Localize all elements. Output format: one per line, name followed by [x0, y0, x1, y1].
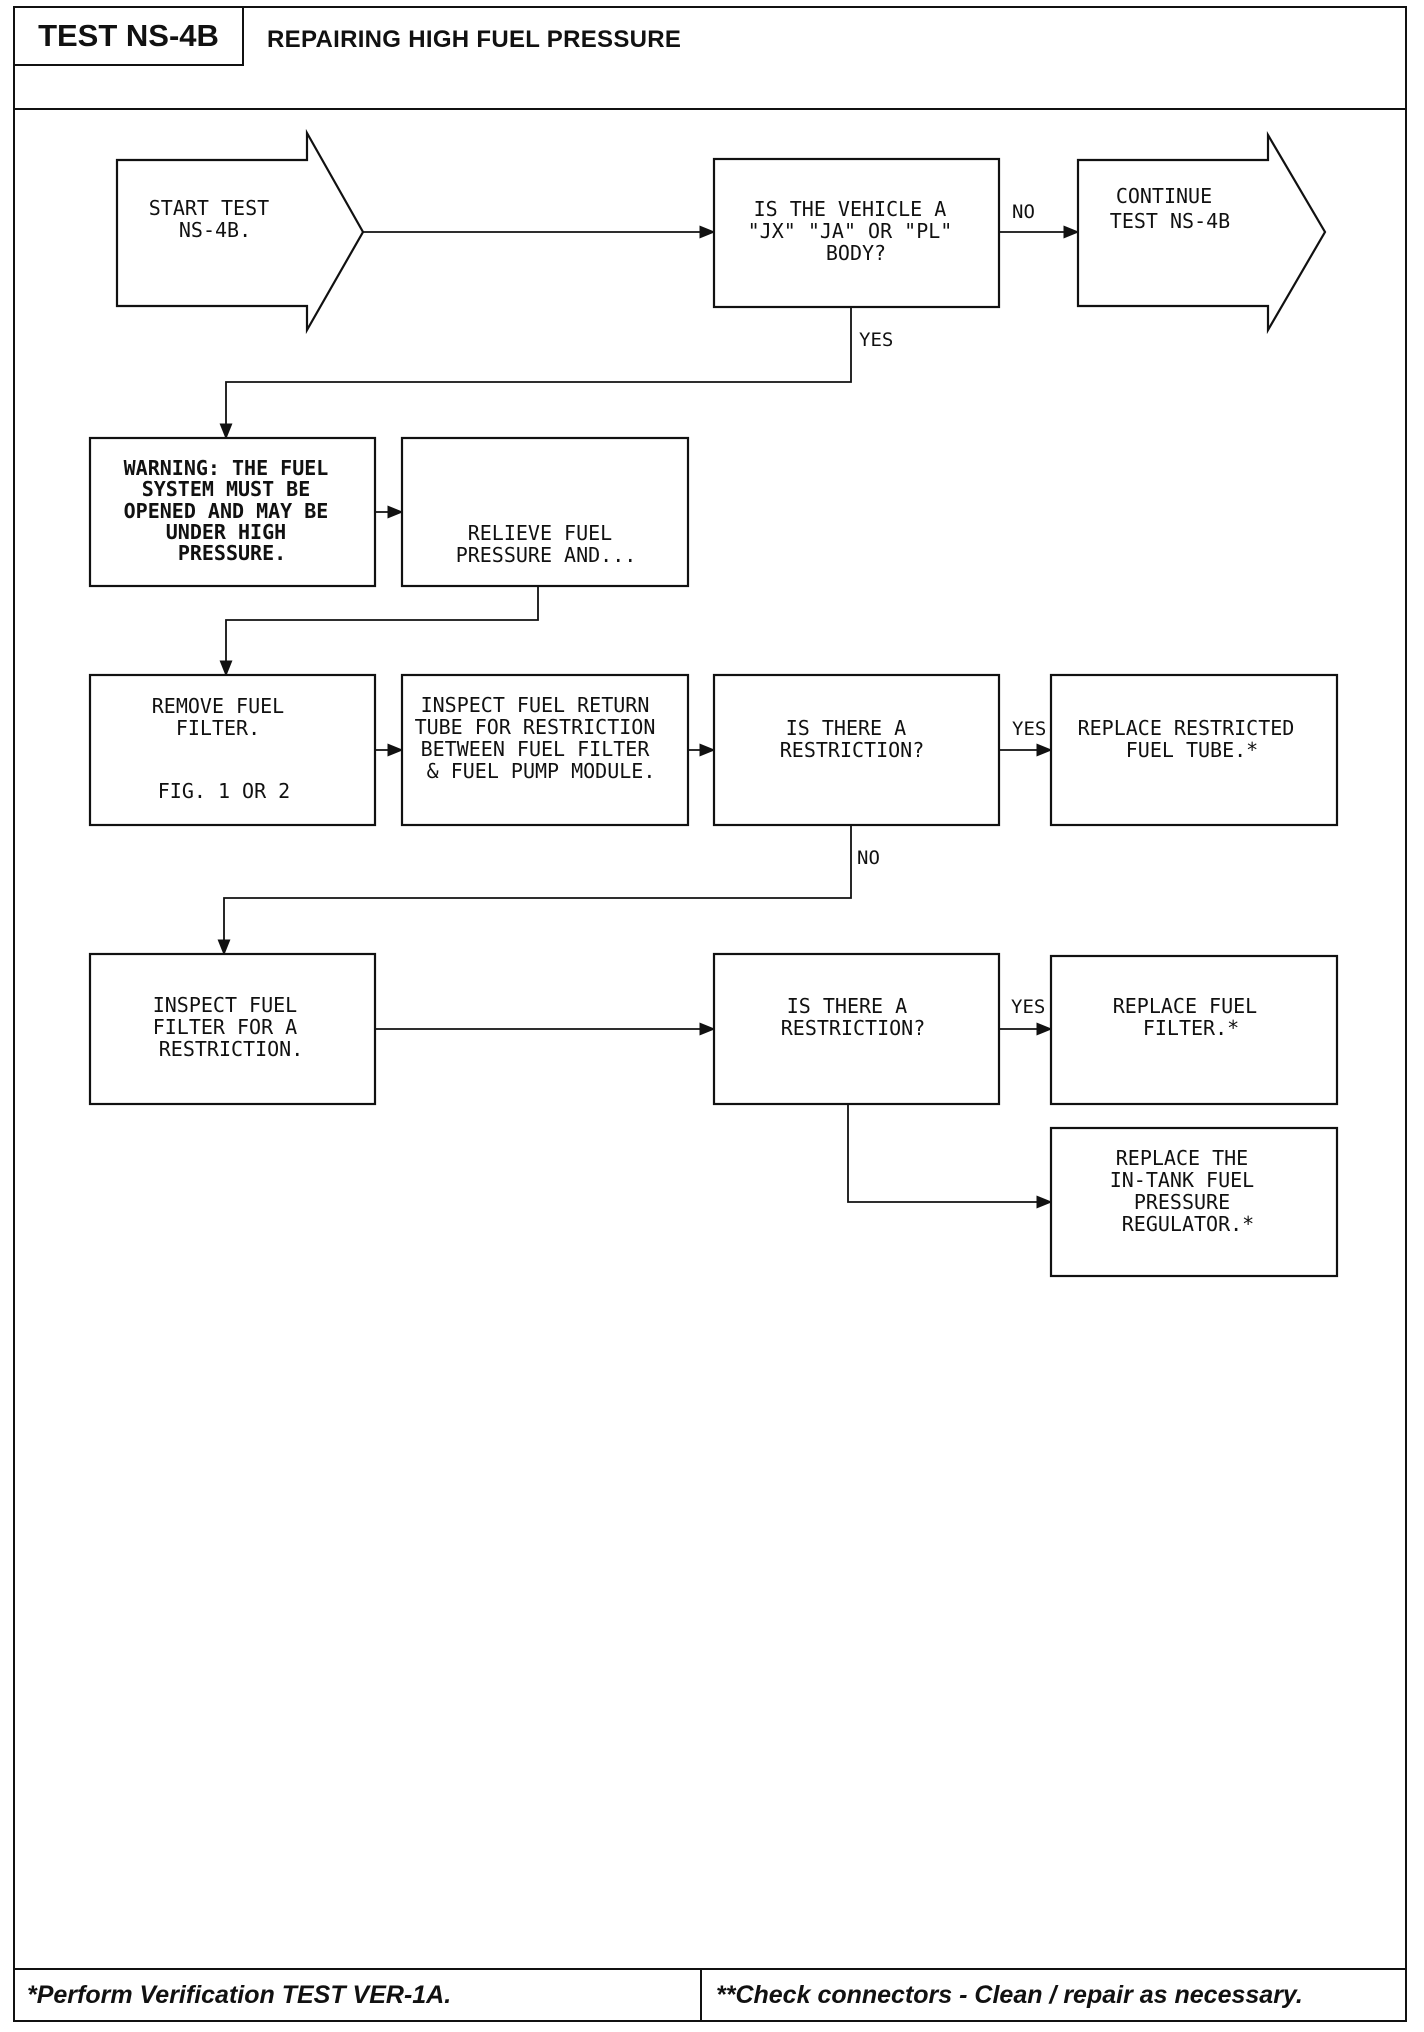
continue-arrow-shape [1076, 130, 1327, 335]
warning-text: WARNING: THE FUEL SYSTEM MUST BE OPENED … [124, 456, 341, 565]
q-restriction-2-box [712, 952, 1001, 1106]
warning-box [88, 436, 377, 588]
replace-regulator-text: REPLACE THE IN-TANK FUEL PRESSURE REGULA… [1110, 1146, 1267, 1236]
label-yes-vehicle: YES [859, 329, 893, 351]
label-yes-restriction-2: YES [1011, 996, 1045, 1018]
relieve-text: RELIEVE FUEL PRESSURE AND... [456, 521, 637, 567]
remove-filter-text: REMOVE FUEL FILTER. FIG. 1 OR 2 [152, 694, 297, 803]
q-restriction-1-box [712, 673, 1001, 827]
replace-regulator-box [1049, 1126, 1339, 1278]
q-vehicle-box [712, 157, 1001, 309]
inspect-return-box [400, 673, 690, 827]
header: TEST NS-4B REPAIRING HIGH FUEL PRESSURE [15, 8, 1405, 110]
q-restriction-1-text: IS THERE A RESTRICTION? [780, 716, 925, 762]
label-no-restriction-1: NO [857, 847, 880, 869]
test-title: REPAIRING HIGH FUEL PRESSURE [267, 26, 682, 53]
replace-filter-box [1049, 954, 1339, 1106]
replace-tube-box [1049, 673, 1339, 827]
footer-note-verification: *Perform Verification TEST VER-1A. [27, 1980, 452, 2009]
diagnostic-sheet: TEST NS-4B REPAIRING HIGH FUEL PRESSURE … [13, 6, 1407, 2022]
edge-q-vehicle-yes [219, 307, 852, 440]
q-vehicle-text: IS THE VEHICLE A "JX" "JA" OR "PL" BODY? [748, 197, 965, 265]
replace-tube-text: REPLACE RESTRICTED FUEL TUBE.* [1078, 716, 1307, 762]
label-no-vehicle: NO [1012, 201, 1035, 223]
edge-q2-no [847, 1104, 1053, 1209]
edge-q1-no [217, 825, 852, 956]
q-restriction-2-text: IS THERE A RESTRICTION? [781, 994, 926, 1040]
label-yes-restriction-1: YES [1012, 718, 1046, 740]
connectors [217, 225, 1080, 1209]
inspect-filter-text: INSPECT FUEL FILTER FOR A RESTRICTION. [153, 993, 310, 1061]
inspect-return-text: INSPECT FUEL RETURN TUBE FOR RESTRICTION… [415, 693, 668, 783]
footer: *Perform Verification TEST VER-1A. **Che… [15, 1968, 1405, 2020]
continue-text: CONTINUE TEST NS-4B [1110, 184, 1230, 233]
test-id: TEST NS-4B [15, 8, 244, 66]
start-arrow-shape [115, 128, 365, 335]
edge-relieve-to-remove [219, 586, 539, 677]
inspect-filter-box [88, 952, 377, 1106]
start-text: START TEST NS-4B. [149, 196, 281, 242]
remove-filter-box [88, 673, 377, 827]
relieve-box [400, 436, 690, 588]
footer-note-connectors: **Check connectors - Clean / repair as n… [700, 1970, 1400, 2020]
replace-filter-text: REPLACE FUEL FILTER.* [1113, 994, 1270, 1040]
